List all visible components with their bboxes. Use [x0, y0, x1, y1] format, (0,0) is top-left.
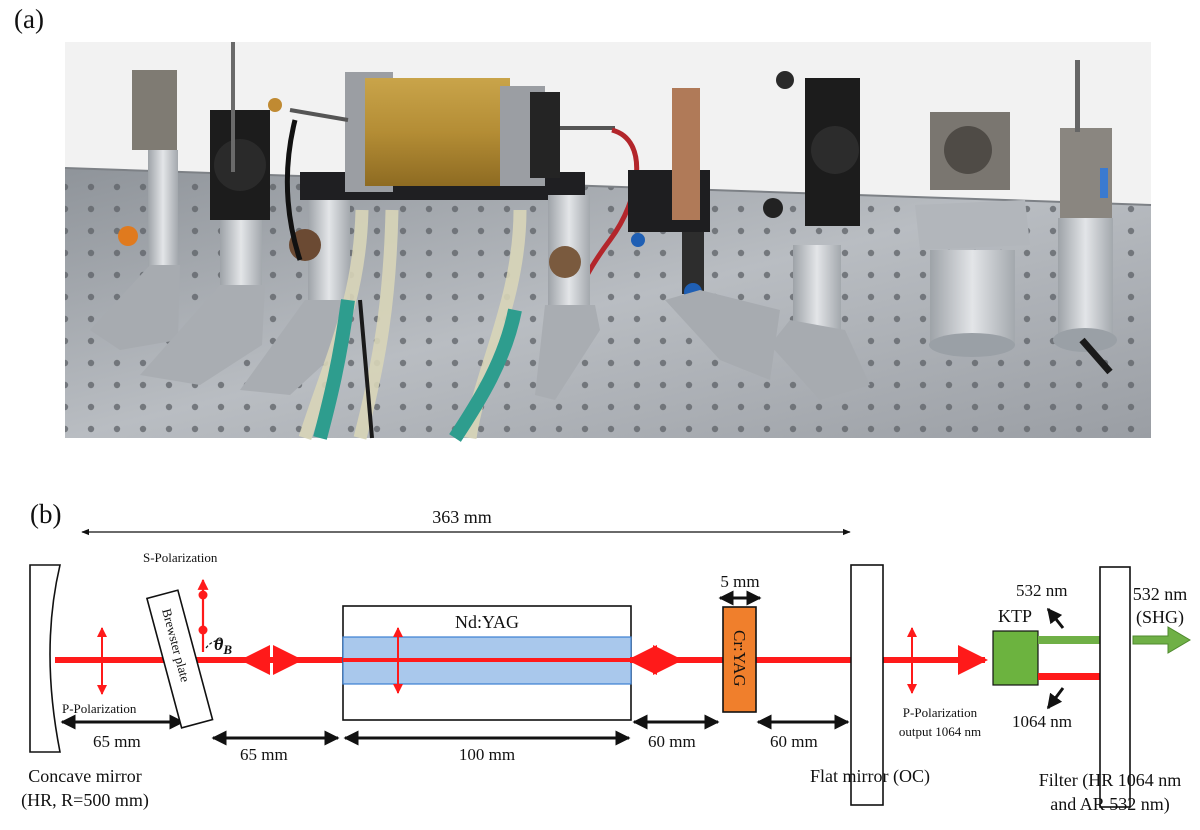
cr-yag-crystal: [722, 606, 757, 713]
flat-mirror: [850, 564, 884, 806]
concave-mirror-label-line1: Concave mirror: [28, 766, 141, 786]
s-polarization-label: S-Polarization: [143, 550, 218, 565]
green-beam-inner: [1038, 636, 1100, 644]
green-wavelength-label: 532 nm: [1016, 581, 1067, 600]
brewster-angle-sub: B: [222, 642, 232, 657]
brewster-angle-label: θB: [214, 634, 232, 657]
ktp-crystal: [992, 630, 1039, 686]
photo-setup: [64, 42, 1152, 442]
filter-label-line1: Filter (HR 1064 nm: [1039, 770, 1182, 791]
total-length-label: 363 mm: [432, 507, 492, 527]
ir-wavelength-pointer: [1046, 687, 1065, 710]
nd-yag-label: Nd:YAG: [455, 612, 519, 632]
cr-to-oc-label: 60 mm: [770, 732, 818, 751]
cr-yag-label: Cr:YAG: [730, 630, 749, 687]
concave-mirror-label-line2: (HR, R=500 mm): [21, 790, 149, 811]
output-green-label-line2: (SHG): [1136, 607, 1184, 628]
ktp-label: KTP: [998, 606, 1032, 626]
s-polarization-dot-lower: [198, 625, 208, 635]
flat-mirror-label: Flat mirror (OC): [810, 766, 930, 787]
rod-length-label: 100 mm: [459, 745, 515, 764]
cr-thickness-label: 5 mm: [720, 572, 759, 591]
p-polarization-label: P-Polarization: [62, 701, 137, 716]
red-beam-inner: [1038, 673, 1100, 680]
green-wavelength-pointer: [1046, 607, 1065, 629]
p-output-label-line1: P-Polarization: [903, 705, 978, 720]
panel-a-label: (a): [14, 4, 44, 34]
p-output-label-line2: output 1064 nm: [899, 724, 981, 739]
brewster-plate: [145, 589, 214, 729]
brewster-angle-arc: [205, 639, 223, 649]
green-output-arrow: [1132, 626, 1191, 654]
concave-mirror: [29, 564, 62, 753]
panel-b-label: (b): [30, 499, 61, 529]
filter-label-line2: and AR 532 nm): [1050, 794, 1170, 815]
s-polarization-dot: [198, 590, 208, 600]
ir-wavelength-label: 1064 nm: [1012, 712, 1072, 731]
brewster-angle-theta: θ: [214, 634, 224, 654]
rod-to-cr-label: 60 mm: [648, 732, 696, 751]
output-green-label-line1: 532 nm: [1133, 584, 1188, 604]
filter: [1099, 566, 1131, 808]
mirror-to-plate-label: 65 mm: [93, 732, 141, 751]
plate-to-rod-label: 65 mm: [240, 745, 288, 764]
